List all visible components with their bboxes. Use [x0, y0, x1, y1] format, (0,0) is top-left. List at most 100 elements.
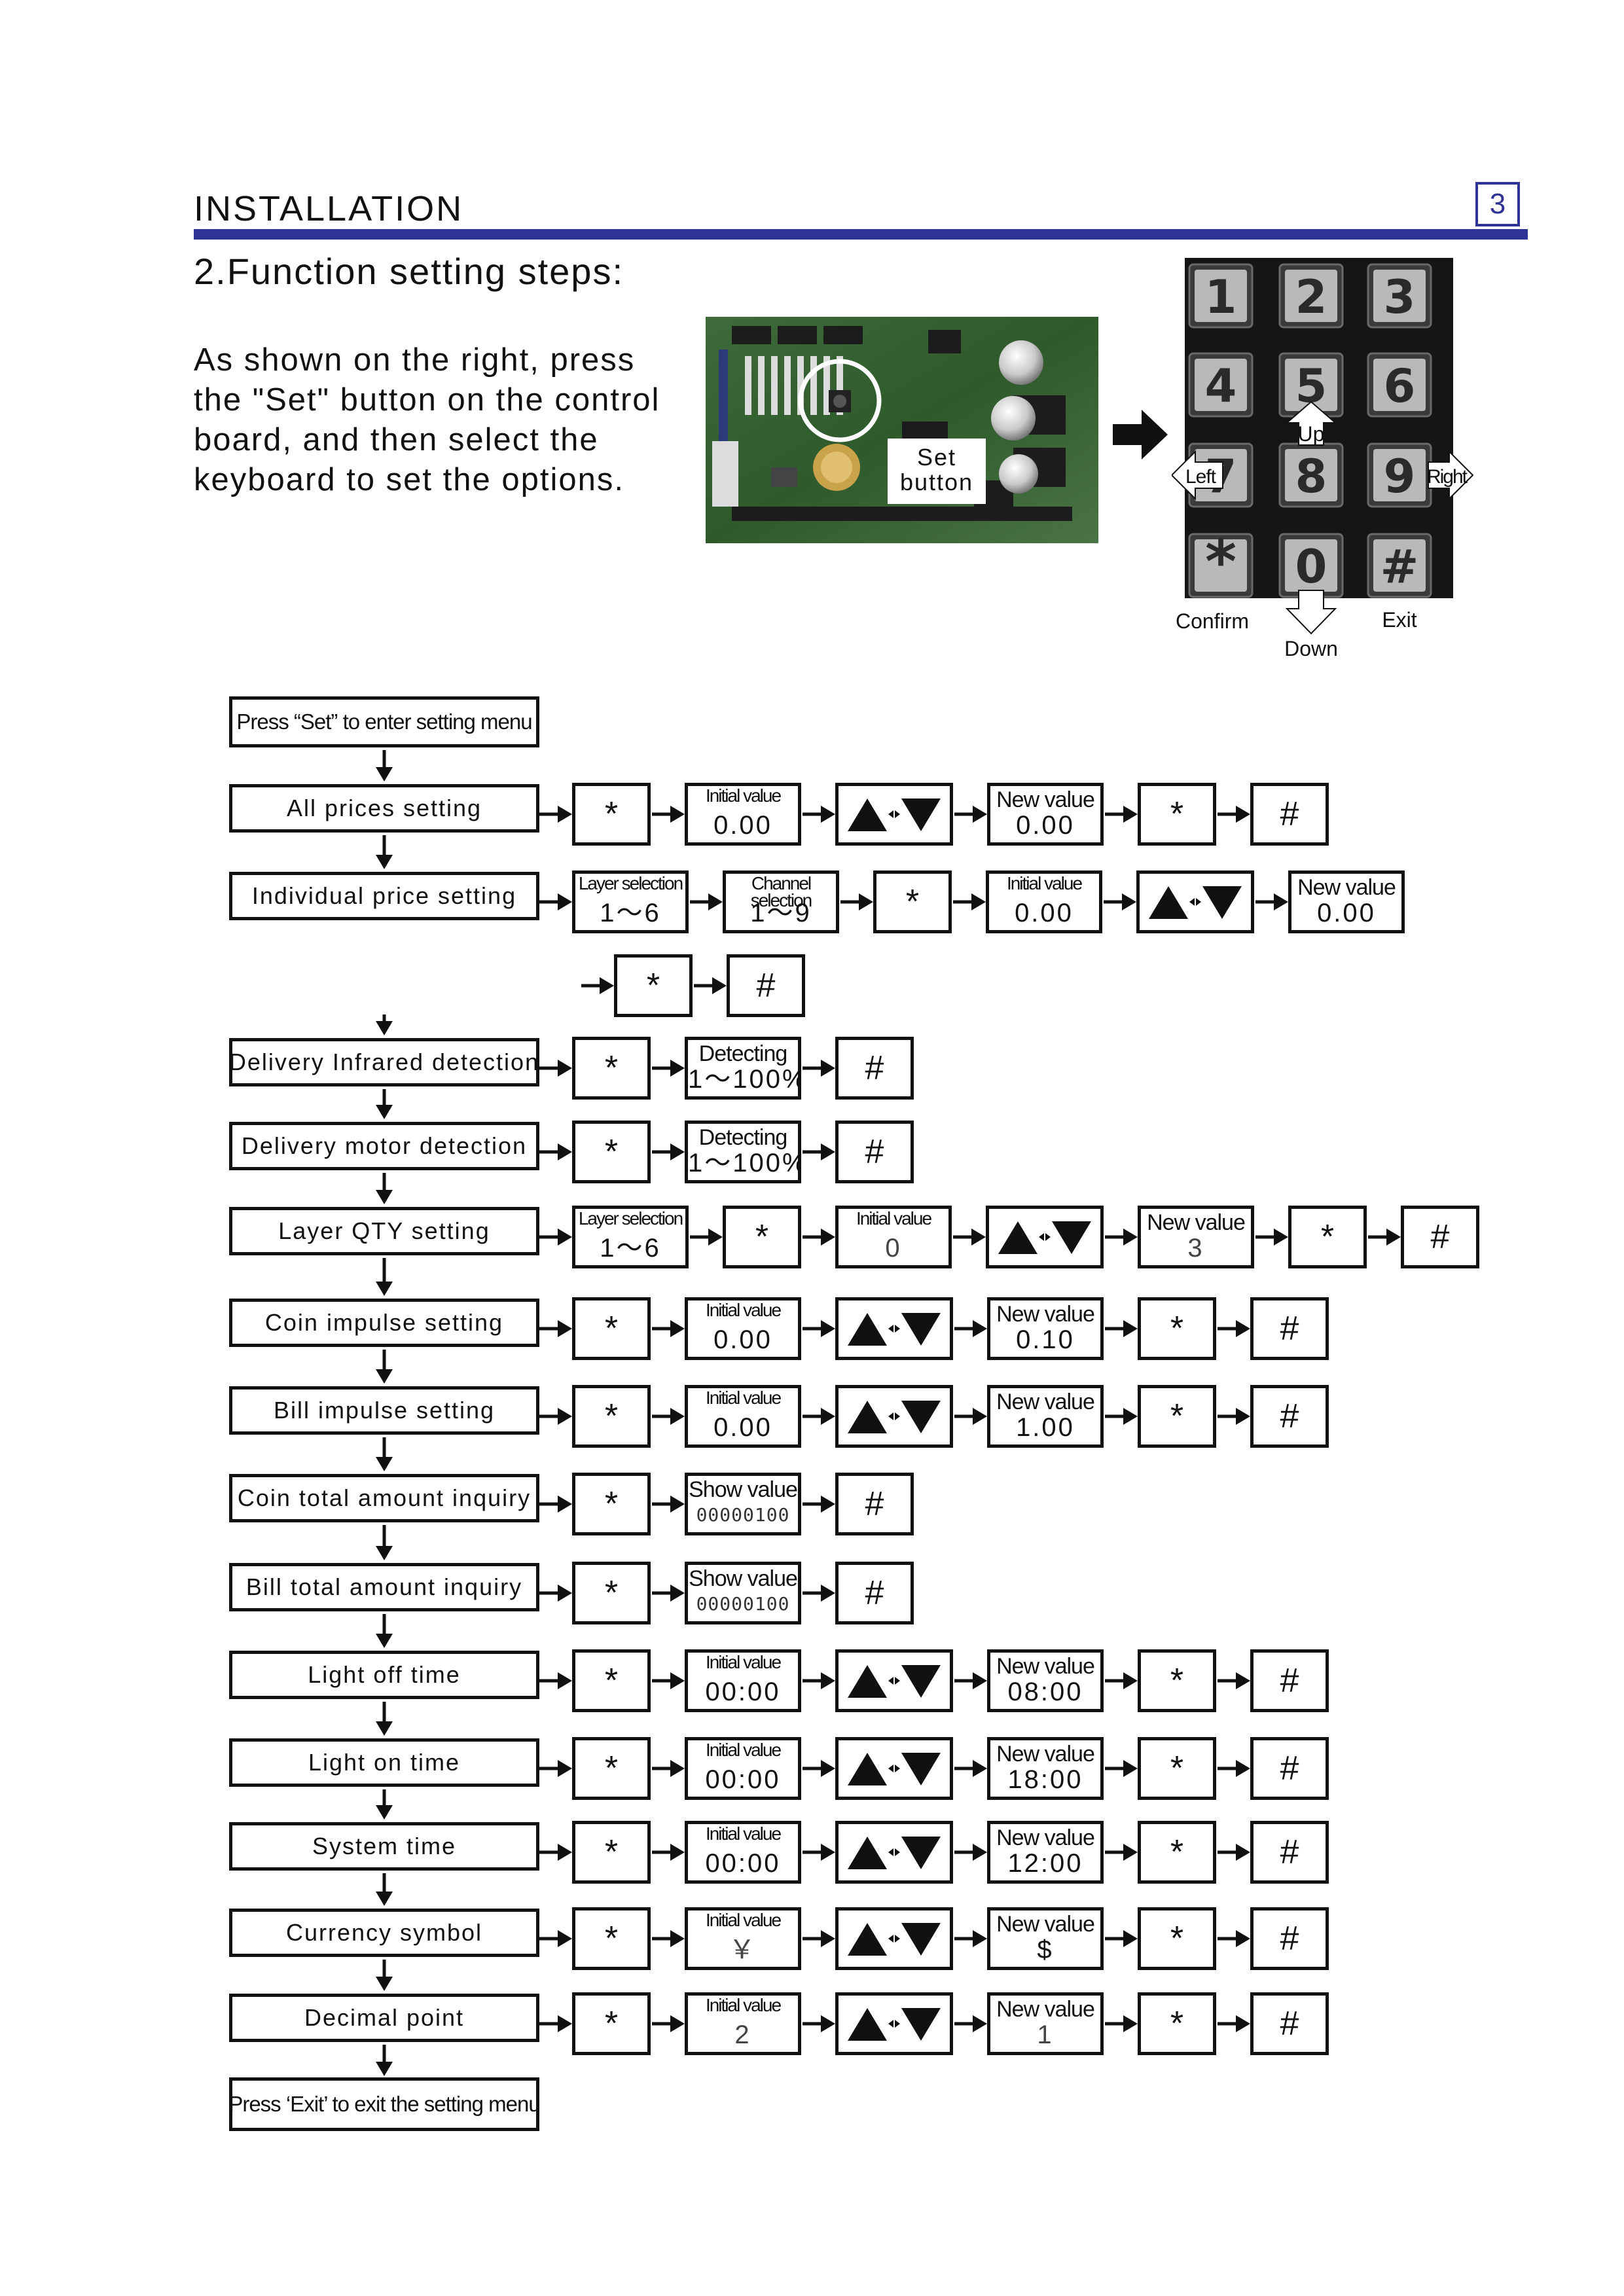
flow-arrow — [539, 892, 572, 912]
flow-arrow — [1105, 1319, 1138, 1338]
keypad-key-9[interactable]: 9 — [1367, 442, 1432, 508]
flow-arrow — [803, 1319, 835, 1338]
menu-item-label: Coin impulse setting — [264, 1309, 504, 1336]
value-title: Initial value — [705, 1995, 782, 2015]
key-symbol: # — [1280, 1833, 1299, 1871]
flow-arrow — [539, 1494, 572, 1514]
value-number: 1～6 — [600, 1234, 661, 1263]
svg-text:*: * — [1205, 527, 1236, 597]
flow-arrow — [1105, 2014, 1138, 2034]
menu-item-box: Light on time — [229, 1738, 539, 1787]
up-down-arrows-icon — [848, 1313, 941, 1346]
flow-arrow — [374, 750, 394, 781]
menu-item-box: Individual price setting — [229, 872, 539, 920]
page-header: INSTALLATION 3 — [194, 181, 1528, 243]
menu-item-box: Currency symbol — [229, 1909, 539, 1957]
page-number: 3 — [1475, 182, 1520, 226]
value-title: New value — [996, 1654, 1095, 1679]
flow-arrow — [652, 1319, 685, 1338]
keypad-key-8[interactable]: 8 — [1278, 442, 1344, 508]
flow-arrow — [1218, 2014, 1250, 2034]
key-step-star: * — [572, 1121, 651, 1183]
left-arrow-icon: Left — [1170, 450, 1223, 501]
flow-arrow — [652, 2014, 685, 2034]
flow-arrow — [803, 1407, 835, 1426]
key-step-star: * — [1288, 1206, 1367, 1268]
keypad-key-hash[interactable]: # — [1367, 533, 1432, 598]
flow-arrow — [954, 1319, 987, 1338]
menu-item-box: Layer QTY setting — [229, 1207, 539, 1255]
key-symbol: * — [1320, 1218, 1335, 1256]
up-down-arrows-icon — [848, 1401, 941, 1433]
keypad-key-1[interactable]: 1 — [1188, 263, 1254, 329]
flow-arrow — [539, 1583, 572, 1603]
keypad-key-4[interactable]: 4 — [1188, 352, 1254, 418]
key-symbol: * — [1170, 795, 1184, 833]
key-step-star: * — [572, 1992, 651, 2055]
value-title: Initial value — [1006, 873, 1083, 893]
svg-text:4: 4 — [1205, 359, 1237, 413]
flow-arrow — [1218, 1759, 1250, 1778]
key-symbol: * — [604, 1749, 619, 1787]
key-step-star: * — [873, 870, 952, 933]
keypad-key-2[interactable]: 2 — [1278, 263, 1344, 329]
up-down-arrows-icon — [848, 2008, 941, 2041]
header-title: INSTALLATION — [194, 189, 464, 228]
key-symbol: * — [1170, 1397, 1184, 1435]
key-symbol: # — [1280, 1749, 1299, 1787]
key-step-hash: # — [1250, 1649, 1329, 1712]
flow-arrow — [652, 1058, 685, 1078]
key-step-hash: # — [1250, 1737, 1329, 1800]
flow-arrow — [803, 1142, 835, 1162]
flow-arrow — [1105, 1929, 1138, 1948]
value-display-box: New value$ — [987, 1907, 1104, 1970]
flow-arrow — [539, 1407, 572, 1426]
up-arrow-icon: Up — [1285, 401, 1337, 446]
svg-text:3: 3 — [1384, 270, 1416, 324]
key-step-hash: # — [1250, 783, 1329, 846]
value-title: Initial value — [705, 785, 782, 806]
flow-arrow — [954, 1759, 987, 1778]
keypad-key-3[interactable]: 3 — [1367, 263, 1432, 329]
keypad-key-star[interactable]: * — [1188, 527, 1254, 598]
menu-item-box: Coin total amount inquiry — [229, 1474, 539, 1522]
value-title: New value — [996, 1825, 1095, 1850]
value-title: Show value — [689, 1566, 798, 1591]
value-title: Layer selection — [578, 873, 683, 893]
value-number: $ — [1037, 1935, 1054, 1964]
key-step-star: * — [572, 1297, 651, 1360]
value-title: New value — [1297, 875, 1396, 900]
key-step-star: * — [1138, 1821, 1216, 1884]
flow-arrow — [1218, 1842, 1250, 1862]
flow-arrow — [539, 1058, 572, 1078]
flow-arrow — [652, 1407, 685, 1426]
key-step-hash: # — [727, 954, 805, 1017]
flow-arrow — [1368, 1227, 1401, 1247]
key-symbol: * — [604, 795, 619, 833]
value-title: New value — [996, 1997, 1095, 2022]
keypad-key-5[interactable]: 5 — [1278, 352, 1344, 418]
menu-item-box: System time — [229, 1822, 539, 1871]
svg-text:6: 6 — [1384, 359, 1416, 413]
value-display-box: Initial value￥ — [685, 1907, 801, 1970]
up-down-step — [986, 1206, 1104, 1268]
menu-item-label: Light on time — [308, 1749, 461, 1776]
flow-arrow — [1218, 1319, 1250, 1338]
up-down-arrows-icon — [848, 1923, 941, 1956]
flow-arrow — [652, 1494, 685, 1514]
key-symbol: * — [604, 1310, 619, 1348]
flow-arrow — [374, 1614, 394, 1648]
control-board-photo: Set button — [706, 317, 1098, 543]
keypad-key-6[interactable]: 6 — [1367, 352, 1432, 418]
up-down-arrows-icon — [1149, 886, 1242, 919]
value-number: 0.00 — [713, 811, 772, 840]
keypad-key-0[interactable]: 0 — [1278, 533, 1344, 598]
flow-start-box: Press “Set” to enter setting menu — [229, 696, 539, 747]
flow-arrow — [954, 2014, 987, 2034]
key-step-hash: # — [835, 1037, 914, 1100]
key-step-star: * — [723, 1206, 801, 1268]
